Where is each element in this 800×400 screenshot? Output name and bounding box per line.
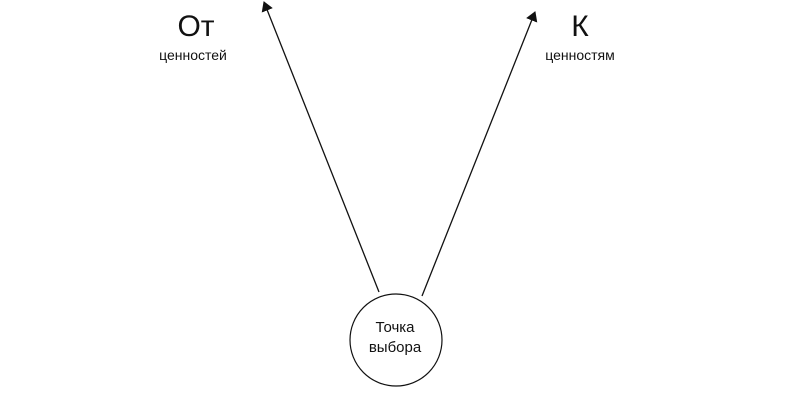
choice-point-label: Точка выбора xyxy=(350,318,440,358)
choice-point-node xyxy=(349,293,443,387)
right-branch-subtitle: ценностям xyxy=(545,47,615,63)
left-arrow xyxy=(261,1,380,293)
left-branch-title: От xyxy=(177,10,215,43)
right-branch-title: К xyxy=(571,10,589,43)
right-arrow xyxy=(421,11,538,297)
choice-point-line1: Точка xyxy=(375,319,415,336)
choice-point-line2: выбора xyxy=(368,339,422,356)
left-branch-subtitle: ценностей xyxy=(159,47,227,63)
